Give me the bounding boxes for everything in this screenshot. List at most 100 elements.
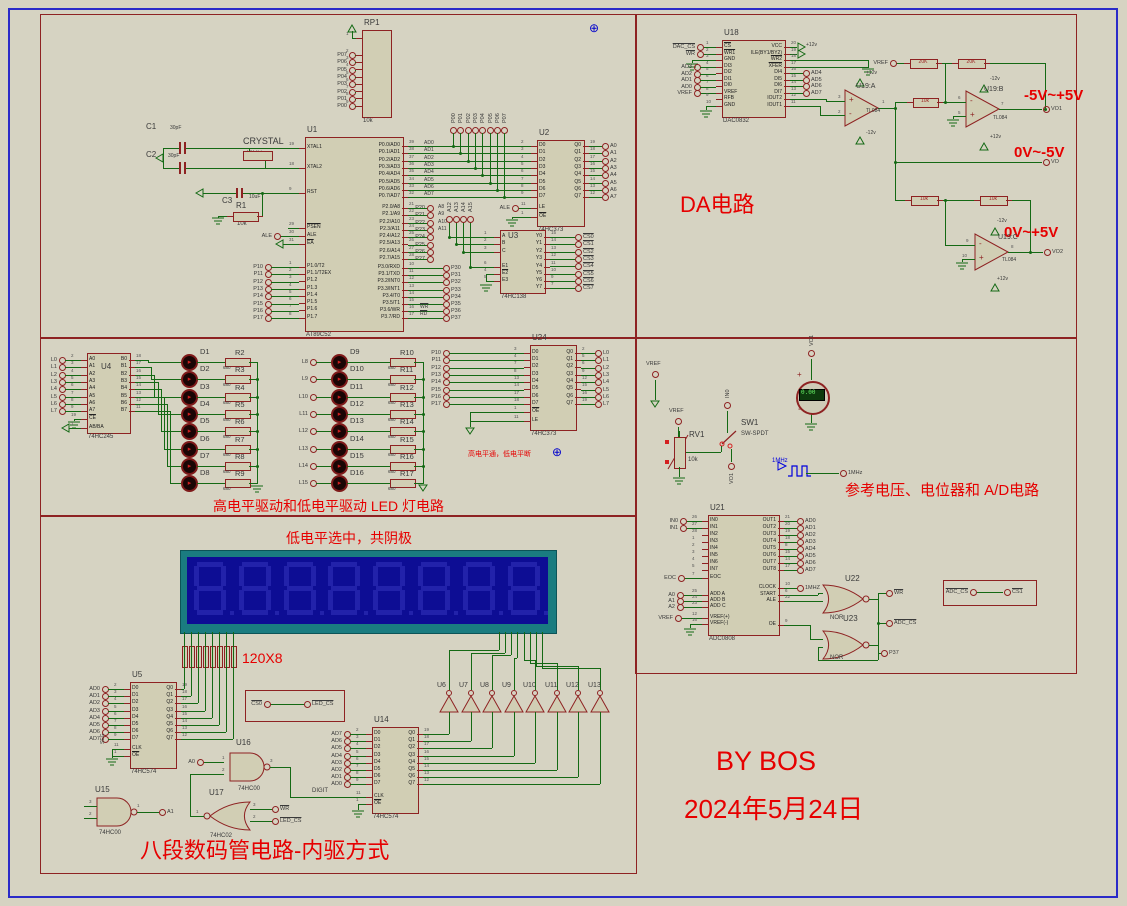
- led-d9[interactable]: ▸: [331, 354, 348, 371]
- terminal-cs7[interactable]: [575, 285, 582, 292]
- terminal-a6[interactable]: [602, 187, 609, 194]
- terminal-ad7[interactable]: [797, 567, 804, 574]
- terminal-a0[interactable]: [602, 143, 609, 150]
- resistor[interactable]: [958, 59, 986, 69]
- terminal-p37[interactable]: [881, 650, 888, 657]
- terminal-p27[interactable]: [427, 256, 434, 263]
- led-d6[interactable]: ▸: [181, 441, 198, 458]
- terminal-wr[interactable]: [886, 590, 893, 597]
- led-d3[interactable]: ▸: [181, 389, 198, 406]
- terminal-in1[interactable]: [680, 525, 687, 532]
- terminal-in0[interactable]: [724, 402, 731, 409]
- chip-u18[interactable]: [722, 40, 786, 118]
- terminal-vref[interactable]: [694, 90, 701, 97]
- led-d12[interactable]: ▸: [331, 406, 348, 423]
- terminal-vo2[interactable]: [1044, 249, 1051, 256]
- terminal-l7[interactable]: [595, 401, 602, 408]
- chip-u3[interactable]: [500, 230, 546, 294]
- terminal-l2[interactable]: [595, 365, 602, 372]
- terminal-wr[interactable]: [697, 51, 704, 58]
- terminal-ale[interactable]: [274, 233, 281, 240]
- terminal-p20[interactable]: [427, 205, 434, 212]
- terminal-p23[interactable]: [427, 227, 434, 234]
- rpack-resistor[interactable]: [182, 646, 188, 668]
- terminal-ad2[interactable]: [797, 532, 804, 539]
- terminal-a0[interactable]: [197, 759, 204, 766]
- terminal-p35[interactable]: [443, 301, 450, 308]
- terminal-ad6[interactable]: [803, 83, 810, 90]
- led-d1[interactable]: ▸: [181, 354, 198, 371]
- led-d5[interactable]: ▸: [181, 423, 198, 440]
- terminal-p24[interactable]: [427, 234, 434, 241]
- rpack-resistor[interactable]: [203, 646, 209, 668]
- resistor[interactable]: [233, 212, 259, 222]
- terminal-ad6[interactable]: [797, 560, 804, 567]
- terminal-a2[interactable]: [602, 158, 609, 165]
- terminal-p33[interactable]: [443, 287, 450, 294]
- chip-u14[interactable]: [372, 727, 419, 814]
- terminal-ad7[interactable]: [803, 90, 810, 97]
- terminal-cs1[interactable]: [575, 241, 582, 248]
- terminal-ad5[interactable]: [797, 553, 804, 560]
- led-d8[interactable]: ▸: [181, 475, 198, 492]
- terminal-p34[interactable]: [443, 294, 450, 301]
- terminal-vref[interactable]: [652, 371, 659, 378]
- terminal-a2[interactable]: [677, 604, 684, 611]
- rpack-resistor[interactable]: [217, 646, 223, 668]
- terminal-ad1[interactable]: [797, 525, 804, 532]
- terminal-ad0[interactable]: [797, 518, 804, 525]
- terminal-ad4[interactable]: [803, 70, 810, 77]
- terminal-p21[interactable]: [427, 212, 434, 219]
- terminal-a5[interactable]: [602, 180, 609, 187]
- rpack-resistor[interactable]: [196, 646, 202, 668]
- terminal-a13[interactable]: [453, 216, 460, 223]
- terminal-a7[interactable]: [602, 194, 609, 201]
- terminal-p22[interactable]: [427, 220, 434, 227]
- terminal-cs0[interactable]: [264, 701, 271, 708]
- terminal-p36[interactable]: [443, 308, 450, 315]
- terminal-ale[interactable]: [512, 205, 519, 212]
- terminal-l5[interactable]: [595, 387, 602, 394]
- terminal-l1[interactable]: [595, 357, 602, 364]
- terminal-p32[interactable]: [443, 279, 450, 286]
- led-d10[interactable]: ▸: [331, 371, 348, 388]
- terminal-l3[interactable]: [595, 372, 602, 379]
- terminal-ad3[interactable]: [797, 539, 804, 546]
- terminal-1mhz[interactable]: [840, 470, 847, 477]
- terminal-dac_cs[interactable]: [697, 44, 704, 51]
- terminal-p37[interactable]: [443, 315, 450, 322]
- terminal-p26[interactable]: [427, 249, 434, 256]
- terminal-adc_cs[interactable]: [970, 589, 977, 596]
- terminal-vref[interactable]: [675, 615, 682, 622]
- terminal-vo1[interactable]: [1043, 106, 1050, 113]
- led-d13[interactable]: ▸: [331, 423, 348, 440]
- terminal-wr[interactable]: [272, 806, 279, 813]
- terminal-a12[interactable]: [446, 216, 453, 223]
- terminal-p30[interactable]: [443, 265, 450, 272]
- rpack-resistor[interactable]: [224, 646, 230, 668]
- terminal-1mhz[interactable]: [797, 585, 804, 592]
- led-d7[interactable]: ▸: [181, 458, 198, 475]
- rpack-resistor[interactable]: [231, 646, 237, 668]
- rpack-resistor[interactable]: [189, 646, 195, 668]
- terminal-cs4[interactable]: [575, 263, 582, 270]
- terminal-a4[interactable]: [602, 172, 609, 179]
- chip-u24[interactable]: [530, 345, 577, 431]
- resistor[interactable]: [911, 196, 939, 206]
- terminal-l0[interactable]: [595, 350, 602, 357]
- terminal-cs5[interactable]: [575, 271, 582, 278]
- terminal-cs6[interactable]: [575, 278, 582, 285]
- terminal-eoc[interactable]: [678, 575, 685, 582]
- potentiometer-rv1[interactable]: [674, 437, 686, 469]
- terminal-vref[interactable]: [675, 418, 682, 425]
- terminal-a14[interactable]: [460, 216, 467, 223]
- resistor[interactable]: [913, 98, 939, 108]
- chip-rp1[interactable]: [362, 30, 392, 118]
- chip-u4[interactable]: [87, 353, 131, 434]
- terminal-vo[interactable]: [1043, 159, 1050, 166]
- chip-u21[interactable]: [708, 515, 780, 636]
- resistor[interactable]: [980, 196, 1008, 206]
- led-d2[interactable]: ▸: [181, 371, 198, 388]
- terminal-a15[interactable]: [467, 216, 474, 223]
- led-d4[interactable]: ▸: [181, 406, 198, 423]
